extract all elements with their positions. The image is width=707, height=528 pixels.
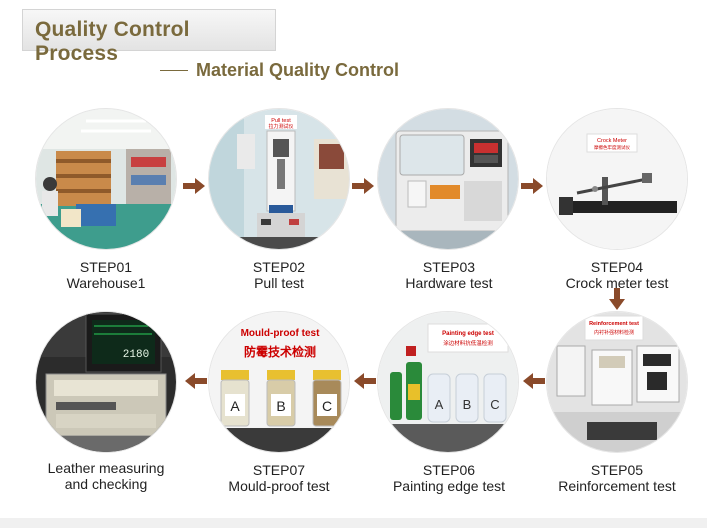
mould-label-en: Mould-proof test <box>241 328 321 339</box>
step06-caption: STEP06 Painting edge test <box>369 462 529 494</box>
arrow-left-icon <box>185 373 207 389</box>
step04-caption: STEP04 Crock meter test <box>537 259 697 291</box>
pull-test-photo: Pull test 拉力测试仪 <box>208 108 350 250</box>
step02-name: Pull test <box>254 275 304 291</box>
step06-number: STEP06 <box>422 462 476 478</box>
step03-number: STEP03 <box>422 259 476 275</box>
painting-label-cn: 涂边材料抗低温检测 <box>443 339 493 347</box>
pull-test-label-en: Pull test <box>271 118 291 124</box>
crock-meter-label-en: Crock Meter <box>597 138 627 144</box>
mould-jar-c-label: C <box>322 398 332 414</box>
section-subtitle: Material Quality Control <box>160 59 399 81</box>
crock-meter-label-cn: 摩擦色牢度测试仪 <box>594 144 630 151</box>
mould-proof-photo: Mould-proof test 防霉技术检测 A B C <box>208 311 350 453</box>
page-title: Quality Control Process <box>35 18 190 65</box>
step06-name: Painting edge test <box>392 478 506 494</box>
leather-caption: Leather measuring and checking <box>26 460 186 492</box>
step03-caption: STEP03 Hardware test <box>369 259 529 291</box>
subtitle-text: Material Quality Control <box>196 59 400 80</box>
mould-label-cn: 防霉技术检测 <box>244 344 316 359</box>
step03-name: Hardware test <box>405 275 493 291</box>
painting-jar-a-label: A <box>435 397 444 412</box>
step02-number: STEP02 <box>252 259 306 275</box>
leather-measuring-photo: 2180 <box>35 311 177 453</box>
pull-test-label-cn: 拉力测试仪 <box>268 123 293 130</box>
reinforcement-photo: Reinforcement test 内衬补强材料检测 <box>546 311 688 453</box>
hardware-test-photo <box>377 108 519 250</box>
mould-jar-b-label: B <box>276 398 285 414</box>
painting-edge-photo: Painting edge test 涂边材料抗低温检测 A B C <box>377 311 519 453</box>
step05-name: Reinforcement test <box>558 478 676 494</box>
footer-band <box>0 518 707 528</box>
arrow-right-icon <box>352 178 374 194</box>
painting-jar-c-label: C <box>490 397 499 412</box>
step04-number: STEP04 <box>590 259 644 275</box>
subtitle-dash <box>160 69 188 71</box>
arrow-left-icon <box>354 373 376 389</box>
step04-name: Crock meter test <box>565 275 669 291</box>
step07-name: Mould-proof test <box>228 478 330 494</box>
mould-jar-a-label: A <box>230 398 240 414</box>
leather-caption-name: Leather measuring and checking <box>47 460 165 492</box>
step07-number: STEP07 <box>252 462 306 478</box>
step02-caption: STEP02 Pull test <box>199 259 359 291</box>
step01-caption: STEP01 Warehouse1 <box>26 259 186 291</box>
painting-label-en: Painting edge test <box>442 331 494 337</box>
step05-caption: STEP05 Reinforcement test <box>537 462 697 494</box>
step01-name: Warehouse1 <box>66 275 146 291</box>
step05-number: STEP05 <box>590 462 644 478</box>
crock-meter-photo: Crock Meter 摩擦色牢度测试仪 <box>546 108 688 250</box>
arrow-left-icon <box>523 373 545 389</box>
arrow-right-icon <box>521 178 543 194</box>
arrow-right-icon <box>183 178 205 194</box>
reinforcement-label-cn: 内衬补强材料检测 <box>594 329 634 336</box>
reinforcement-label-en: Reinforcement test <box>589 321 639 327</box>
step01-number: STEP01 <box>79 259 133 275</box>
display-readout: 2180 <box>123 349 149 361</box>
title-box: Quality Control Process <box>22 9 276 65</box>
arrow-down-icon <box>609 288 625 310</box>
warehouse-photo <box>35 108 177 250</box>
painting-jar-b-label: B <box>463 397 472 412</box>
step07-caption: STEP07 Mould-proof test <box>199 462 359 494</box>
